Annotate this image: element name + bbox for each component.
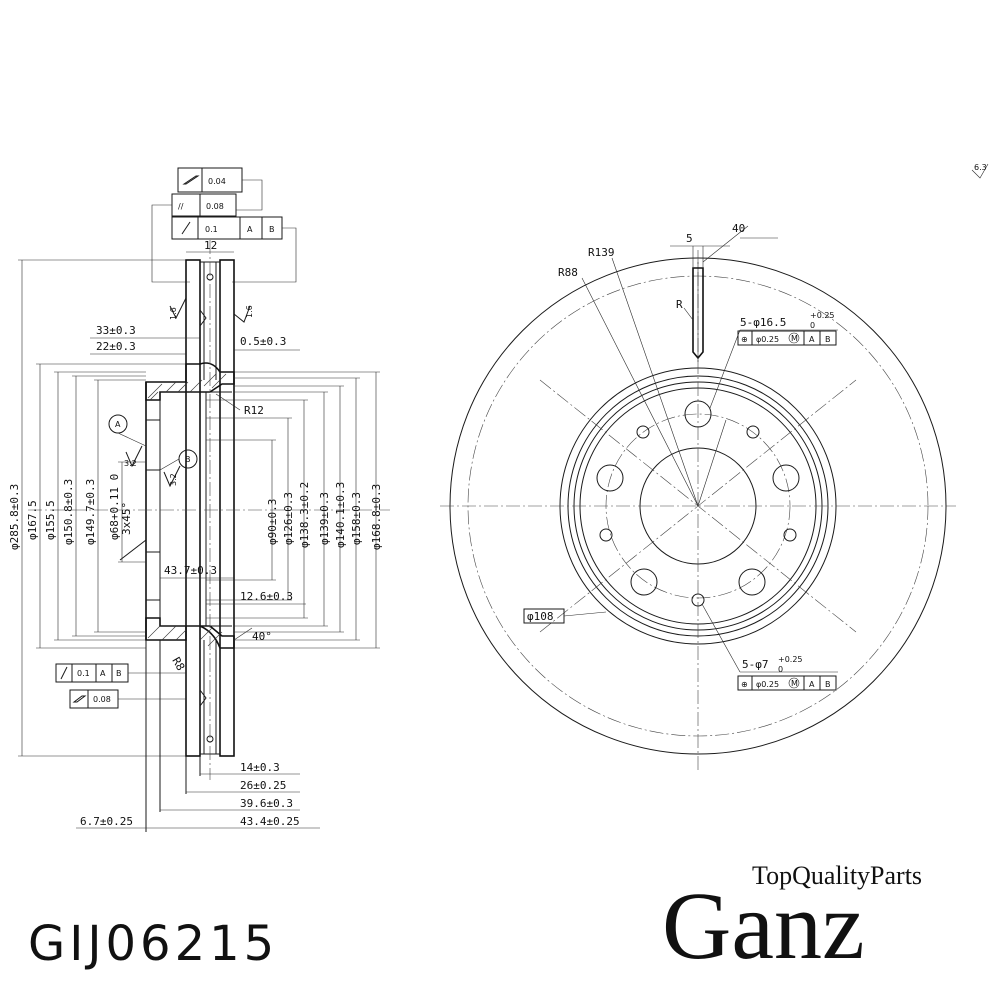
roughness-icon [169,297,187,320]
dia-167: φ167.5 [26,500,39,540]
dia-285: φ285.8±0.3 [8,484,21,550]
position-tol-small: φ0.25 [756,680,779,689]
dim-33: 33±0.3 [96,324,136,337]
position-tol-large: φ0.25 [756,335,779,344]
slot-radius-r: R [676,298,683,311]
position-icon: ⊕ [741,680,748,689]
holes-small-tol-lo: 0 [778,665,783,674]
diameter-labels-left: φ285.8±0.3 φ167.5 φ155.5 φ150.8±0.3 φ149… [8,474,121,550]
diameter-dimension-lines [21,260,377,756]
roughness-6-3: 6.3 [974,163,987,172]
dia-158: φ158±0.3 [350,492,363,545]
dim-43-4: 43.4±0.25 [240,815,300,828]
tolerance-frame-low: 0.1 A B 0.08 [55,663,186,709]
dim-12-6: 12.6±0.3 [240,590,293,603]
dia-139: φ139±0.3 [318,492,331,545]
dia-149: φ149.7±0.3 [84,479,97,545]
datum-a-bubble: A [115,420,121,429]
slot-width-5: 5 [686,232,693,245]
runout-low-datum-a: A [100,669,106,678]
dia-138: φ138.3±0.2 [298,482,311,548]
parallelism-icon: // [178,202,184,211]
runout-low-datum-b: B [116,669,122,678]
holes-large-callout: 5-φ16.5 [740,316,786,329]
dim-43-7: 43.7±0.3 [164,564,217,577]
dim-6-7: 6.7±0.25 [80,815,133,828]
holes-large-tol-lo: 0 [810,321,815,330]
position-icon: ⊕ [741,335,748,344]
dia-68: φ68+0.11 0 [108,474,121,540]
dim-0-5: 0.5±0.3 [240,335,286,348]
flatness-low-value: 0.08 [93,695,111,704]
runout-icon [60,666,68,680]
datum-b-ref: B [269,225,275,234]
diameter-extension-lines [18,259,380,757]
roughness-1-6-a: 1.6 [169,307,178,320]
holes-small-callout: 5-φ7 [742,658,769,671]
datum-markers: A B [108,414,198,471]
dim-26: 26±0.25 [240,779,286,792]
flatness-icon [72,695,87,703]
flatness-icon [182,175,200,185]
radius-r8: R8 [169,655,187,673]
dim-39-6: 39.6±0.3 [240,797,293,810]
dia-90: φ90±0.3 [266,499,279,545]
datum-b-small: B [825,680,831,689]
angle-40-section: 40° [252,630,272,643]
datum-a-small: A [809,680,815,689]
slot-angle-40: 40 [732,222,745,235]
runout-low-value: 0.1 [77,669,90,678]
datum-a-large: A [809,335,815,344]
runout-value: 0.1 [205,225,218,234]
dia-126: φ126±0.3 [282,492,295,545]
dia-108: φ108 [527,610,554,623]
tolerance-frame-top: 0.04 // 0.08 0.1 A B [151,167,297,283]
holes-large-tol-up: +0.25 [810,311,835,320]
brand-tagline: TopQualityParts [752,861,922,890]
part-number: GIJ06215 [28,916,278,972]
dim-22: 22±0.3 [96,340,136,353]
disc-front-view: R139 R88 5 40 R 5-φ16.5 +0.25 0 ⊕ φ0.25 … [440,163,989,770]
holes-small-tol-up: +0.25 [778,655,803,664]
dia-150: φ150.8±0.3 [62,479,75,545]
datum-b-bubble: B [185,455,191,464]
dim-14: 14±0.3 [240,761,280,774]
roughness-3-2-a: 3.2 [124,459,137,468]
radius-r88: R88 [558,266,578,279]
mmc-large: M [791,334,798,343]
datum-b-large: B [825,335,831,344]
roughness-icon [163,465,181,488]
mmc-small: M [791,679,798,688]
dia-155: φ155.5 [44,500,57,540]
radius-r139: R139 [588,246,615,259]
roughness-1-6-b: 1.6 [245,305,254,318]
roughness-icon [125,445,143,468]
dia-140: φ140.1±0.3 [334,482,347,548]
roughness-icon [233,305,251,323]
radius-r12: R12 [244,404,264,417]
datum-a-ref: A [247,225,253,234]
roughness-symbols: 1.6 1.6 3.2 3.2 [124,297,254,488]
chamfer-label: 3x45° [120,502,133,535]
roughness-3-2-b: 3.2 [169,473,178,486]
dia-168: φ168.8±0.3 [370,484,383,550]
dim-12-text: 12 [204,239,217,252]
disc-section [119,259,235,757]
roughness-icon [971,163,989,179]
flatness-value: 0.04 [208,177,226,186]
diameter-labels-right: φ90±0.3 φ126±0.3 φ138.3±0.2 φ139±0.3 φ14… [266,482,383,550]
runout-icon [181,221,191,235]
brand-logo: Ganz [662,872,865,979]
parallelism-value: 0.08 [206,202,224,211]
section-horizontal-dims: 33±0.3 22±0.3 0.5±0.3 R12 43.7±0.3 12.6±… [76,324,320,832]
